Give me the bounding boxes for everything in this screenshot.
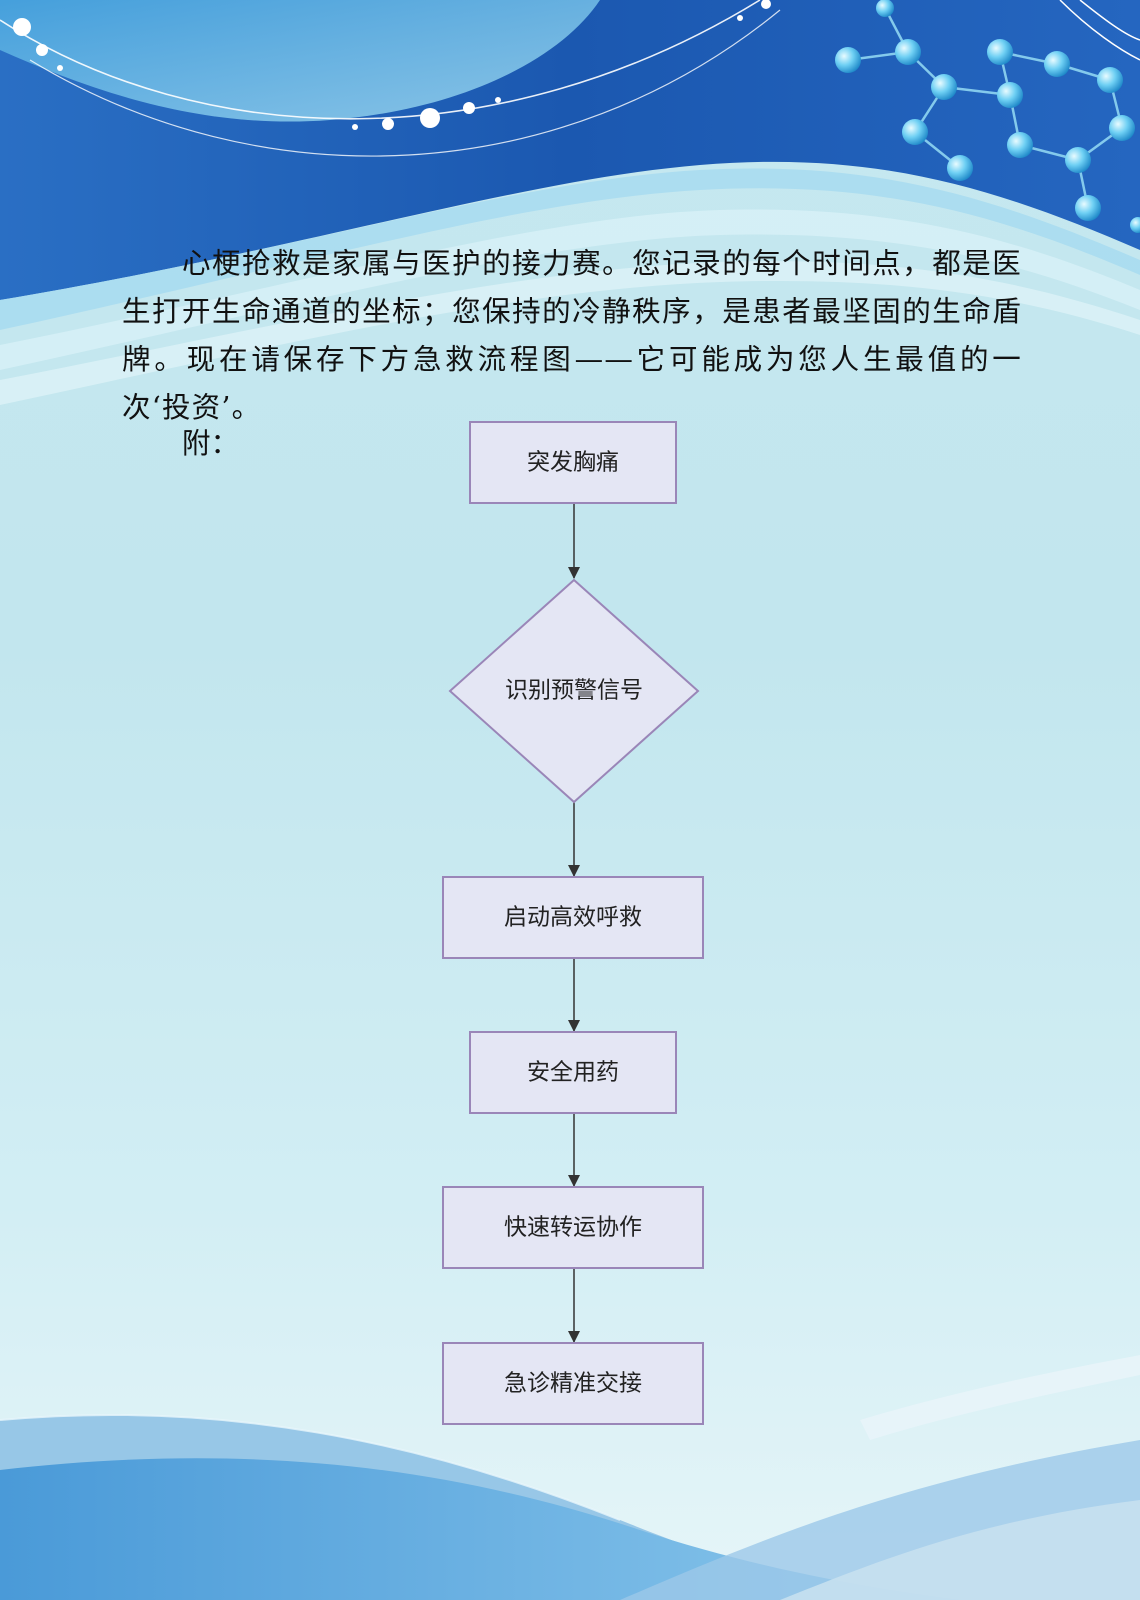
flow-step-start-emergency-call: 启动高效呼救 bbox=[442, 876, 704, 959]
flow-step-safe-medication: 安全用药 bbox=[469, 1031, 677, 1114]
flow-step-label: 突发胸痛 bbox=[527, 450, 619, 476]
flow-step-label: 启动高效呼救 bbox=[504, 905, 642, 931]
flow-step-label: 急诊精准交接 bbox=[504, 1371, 642, 1397]
flow-step-identify-warning-signs: 识别预警信号 bbox=[448, 578, 700, 804]
flow-step-label: 识别预警信号 bbox=[505, 678, 643, 704]
flow-step-rapid-transfer: 快速转运协作 bbox=[442, 1186, 704, 1269]
flow-step-sudden-chest-pain: 突发胸痛 bbox=[469, 421, 677, 504]
flow-step-label: 安全用药 bbox=[527, 1060, 619, 1086]
flow-step-label: 快速转运协作 bbox=[504, 1215, 642, 1241]
appendix-label: 附： bbox=[182, 427, 240, 460]
flow-step-emergency-handover: 急诊精准交接 bbox=[442, 1342, 704, 1425]
intro-paragraph: 心梗抢救是家属与医护的接力赛。您记录的每个时间点，都是医生打开生命通道的坐标；您… bbox=[122, 247, 1022, 424]
